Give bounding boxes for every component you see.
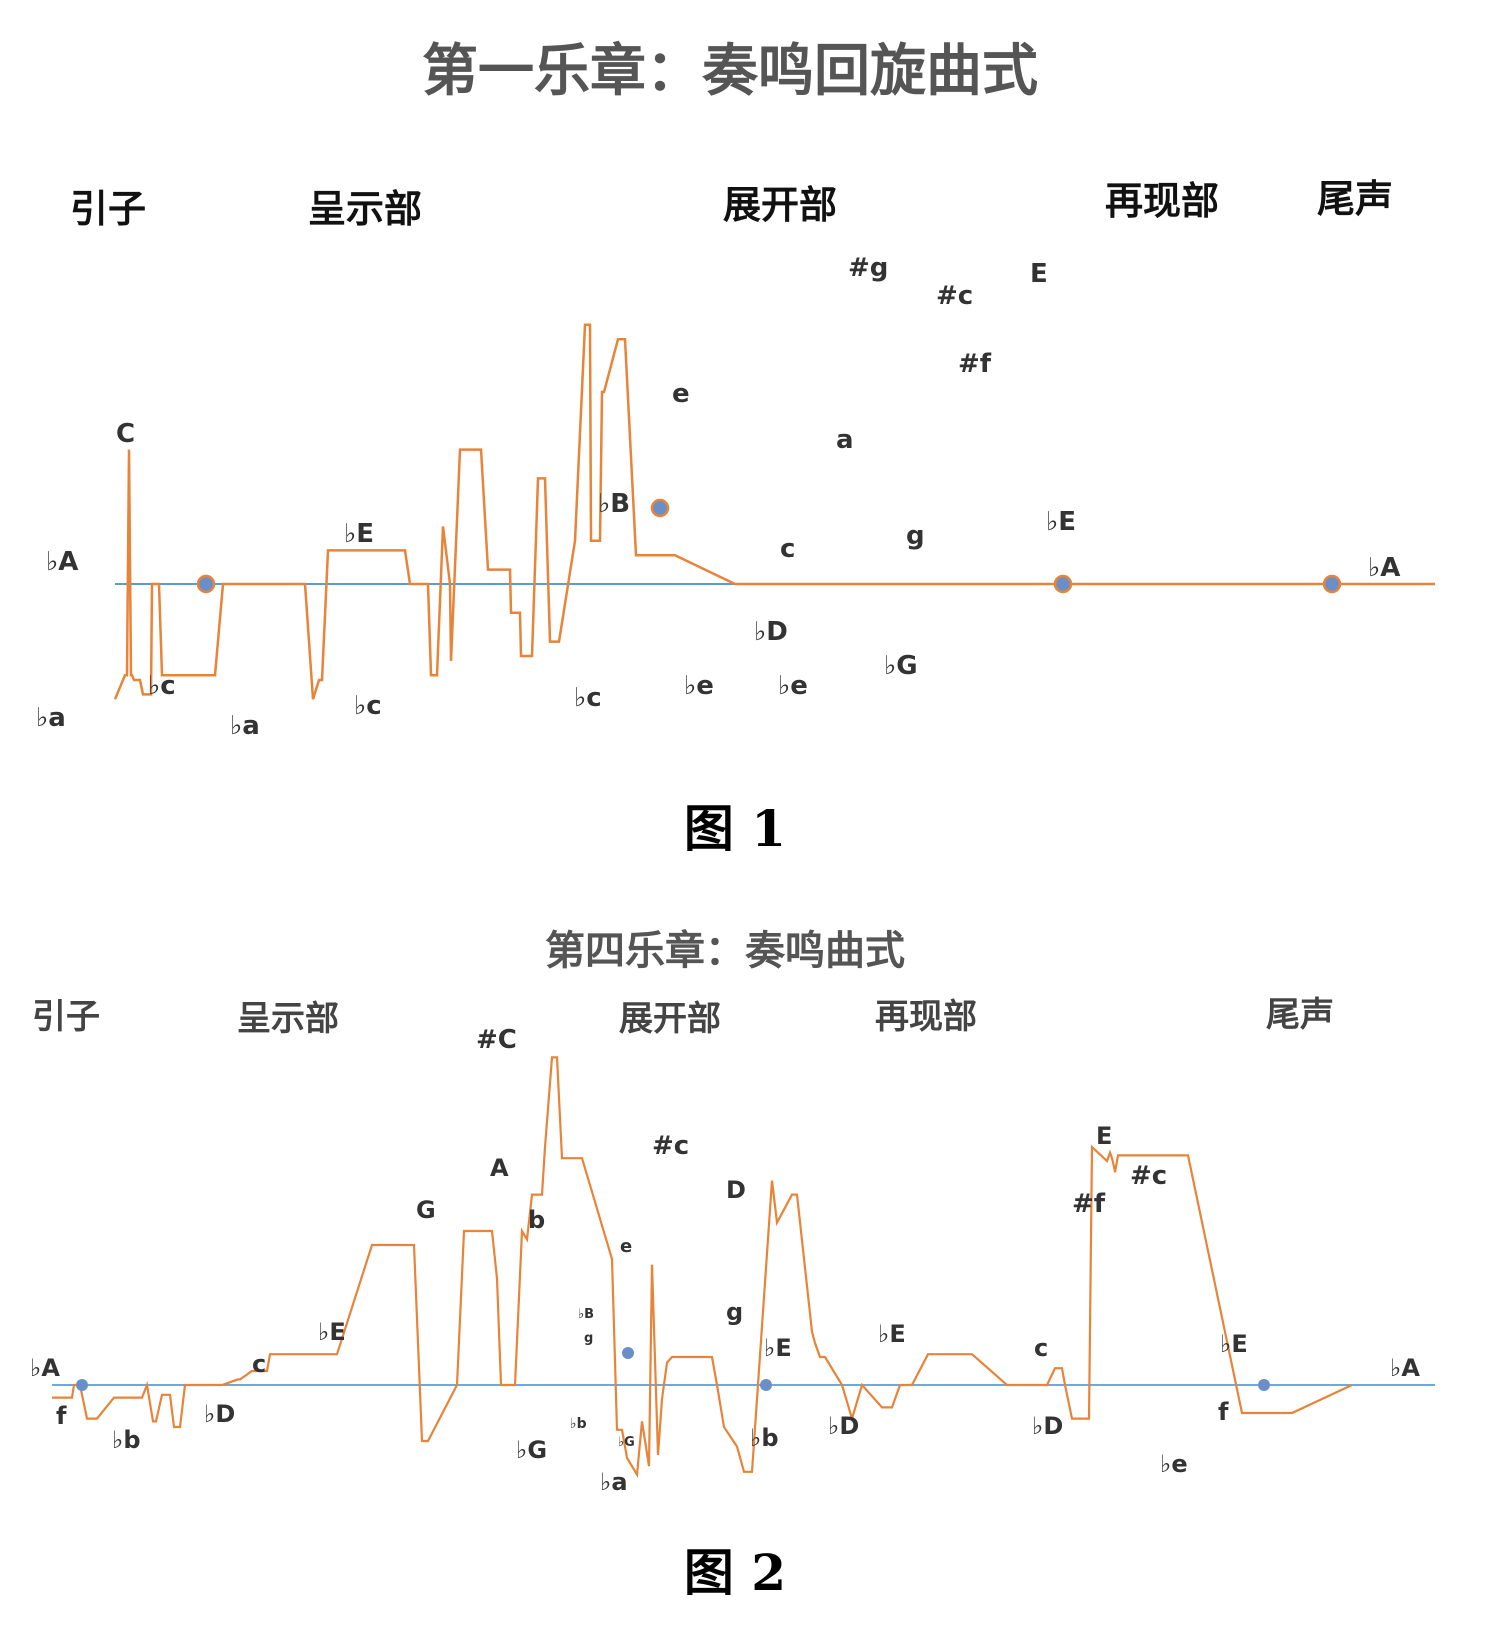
chart-1-key-label: a — [836, 425, 854, 455]
chart-2-key-label: #c — [652, 1131, 689, 1161]
chart-2-key-label: #f — [1072, 1189, 1106, 1219]
chart-2-key-label: c — [1034, 1334, 1048, 1362]
chart-2-key-label: ♭a — [600, 1468, 628, 1496]
chart-2-key-label: ♭G — [516, 1436, 547, 1464]
chart-1-key-label: ♭a — [36, 703, 66, 733]
chart-2-marker-point — [76, 1379, 88, 1391]
chart-1-key-label: C — [116, 419, 135, 449]
chart-2-section-intro: 引子 — [32, 997, 100, 1037]
chart-1-key-label: c — [780, 534, 795, 564]
chart-2-key-label: g — [584, 1331, 593, 1346]
chart-2-key-label: e — [620, 1236, 632, 1257]
chart-2-marker-point — [760, 1379, 772, 1391]
chart-2-key-label: c — [252, 1350, 266, 1378]
chart-1-key-label: ♭E — [344, 519, 374, 549]
chart-1-section-exposition: 呈示部 — [308, 186, 422, 231]
chart-2-key-label: ♭b — [570, 1416, 587, 1432]
chart-1-section-recapitulation: 再现部 — [1105, 178, 1219, 223]
chart-1-key-label: ♭c — [354, 691, 382, 721]
chart-2-key-label: f — [56, 1402, 67, 1430]
chart-2-section-recapitulation: 再现部 — [875, 997, 977, 1037]
chart-1-key-label: ♭a — [230, 711, 260, 741]
chart-1-marker-point — [1322, 574, 1342, 594]
chart-2-marker-point — [622, 1347, 634, 1359]
chart-1-key-label: ♭D — [754, 617, 788, 647]
chart-2-key-label: E — [1096, 1122, 1112, 1150]
chart-1-key-label: ♭A — [46, 547, 78, 577]
chart-1-caption: 图 1 — [684, 799, 786, 858]
chart-1-section-intro: 引子 — [70, 186, 146, 231]
chart-2-key-label: ♭D — [204, 1400, 235, 1428]
chart-2-marker-point — [1258, 1379, 1270, 1391]
chart-2-key-label: ♭G — [618, 1435, 635, 1450]
chart-2-title: 第四乐章：奏鸣曲式 — [545, 927, 905, 974]
chart-1-key-label: #g — [848, 253, 888, 283]
chart-2-key-label: ♭A — [30, 1354, 60, 1382]
chart-2-key-label: #C — [476, 1025, 517, 1055]
chart-2-key-label: A — [490, 1154, 509, 1182]
chart-1-marker-point — [196, 574, 216, 594]
chart-2-key-label: ♭E — [878, 1320, 906, 1348]
chart-1-key-label: ♭G — [884, 651, 918, 681]
chart-1-key-label: ♭e — [684, 671, 714, 701]
chart-2-section-development: 展开部 — [619, 999, 721, 1039]
chart-1-key-label: ♭E — [1046, 507, 1076, 537]
chart-2-key-label: ♭b — [750, 1424, 779, 1452]
chart-2-key-label: b — [528, 1206, 545, 1234]
chart-1-marker-point — [1053, 574, 1073, 594]
chart-2-key-label: ♭D — [1032, 1412, 1063, 1440]
chart-1-key-label: E — [1030, 259, 1048, 289]
chart-2: 第四乐章：奏鸣曲式 引子 呈示部 展开部 再现部 尾声 ♭A f ♭b ♭D c… — [30, 927, 1435, 1602]
chart-2-series-line — [52, 1056, 1353, 1479]
chart-1-series-line — [113, 323, 1435, 700]
chart-2-key-label: ♭A — [1390, 1354, 1420, 1382]
chart-2-key-label: G — [416, 1196, 436, 1224]
chart-2-key-label: ♭D — [828, 1412, 859, 1440]
chart-1-section-development: 展开部 — [723, 182, 837, 227]
chart-2-key-label: g — [726, 1298, 743, 1326]
chart-1-key-label: ♭c — [148, 671, 176, 701]
chart-1-section-coda: 尾声 — [1317, 176, 1393, 221]
chart-1-key-label: ♭e — [778, 671, 808, 701]
chart-2-key-label: ♭e — [1160, 1450, 1188, 1478]
chart-2-key-label: ♭E — [1220, 1330, 1248, 1358]
chart-1-title: 第一乐章：奏鸣回旋曲式 — [422, 38, 1038, 104]
chart-2-key-label: ♭B — [578, 1307, 594, 1322]
chart-1-key-label: ♭c — [574, 683, 602, 713]
chart-1-key-label: e — [672, 379, 690, 409]
chart-2-key-label: ♭b — [112, 1426, 141, 1454]
chart-1-key-label: ♭B — [598, 489, 630, 519]
chart-1-key-label: #c — [936, 281, 973, 311]
chart-1-key-label: g — [906, 521, 925, 551]
chart-2-key-label: f — [1218, 1398, 1229, 1426]
chart-2-key-label: D — [726, 1176, 746, 1204]
chart-2-key-label: #c — [1130, 1161, 1167, 1191]
chart-1-key-label: ♭A — [1368, 553, 1400, 583]
chart-1: 第一乐章：奏鸣回旋曲式 引子 呈示部 展开部 再现部 尾声 C ♭A ♭a ♭c… — [36, 38, 1435, 858]
chart-2-key-label: ♭E — [318, 1318, 346, 1346]
chart-2-key-label: ♭E — [764, 1334, 792, 1362]
chart-1-marker-point — [650, 498, 670, 518]
chart-1-key-label: #f — [958, 349, 992, 379]
chart-2-section-coda: 尾声 — [1266, 995, 1334, 1035]
chart-2-section-exposition: 呈示部 — [237, 999, 339, 1039]
chart-2-caption: 图 2 — [684, 1543, 786, 1602]
